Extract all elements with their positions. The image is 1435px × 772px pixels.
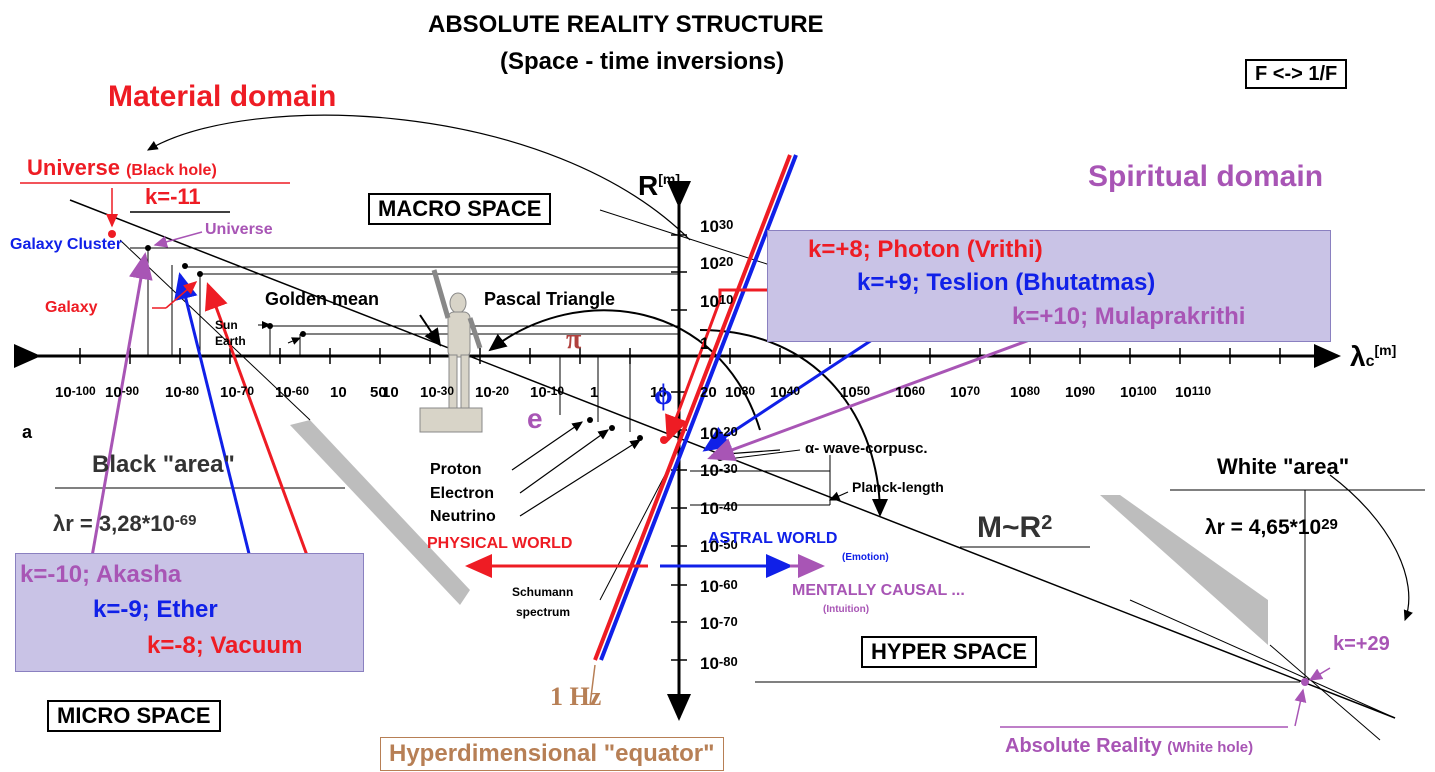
red-steep-line xyxy=(593,154,792,661)
spiritual-domain-label: Spiritual domain xyxy=(1088,160,1324,193)
x-tick-label: 1 xyxy=(590,384,599,401)
hyperdimensional-equator-label: Hyperdimensional "equator" xyxy=(380,737,724,771)
x-tick-label: 10-10 xyxy=(530,384,565,401)
x-tick-label: 10-70 xyxy=(220,384,255,401)
white-area-formula: λr = 4,65*1029 xyxy=(1205,516,1338,539)
emotion-label: (Emotion) xyxy=(842,552,889,563)
black-area-label: Black "area" xyxy=(92,451,235,478)
right-k-box xyxy=(767,230,1331,342)
x-tick-label: 1070 xyxy=(950,384,981,401)
white-area-shade xyxy=(1100,495,1268,645)
x-tick-label: 1050 xyxy=(840,384,871,401)
formula-box: F <-> 1/F xyxy=(1245,59,1348,89)
page-subtitle: (Space - time inversions) xyxy=(500,48,785,75)
r-axis-label: R[m] xyxy=(638,170,681,201)
lambda-axis-label: λc[m] xyxy=(1350,341,1397,372)
planck-length-label: Planck-length xyxy=(852,479,944,495)
proton-label: Proton xyxy=(430,461,482,478)
k-minus-11-label: k=-11 xyxy=(145,184,201,209)
universe-black-hole-label: Universe (Black hole) xyxy=(27,155,217,180)
y-tick-label: 10-50 xyxy=(700,537,738,556)
pascal-triangle-label: Pascal Triangle xyxy=(484,289,616,309)
macro-space-label: MACRO SPACE xyxy=(368,193,552,225)
y-tick-label: 10-30 xyxy=(700,461,738,480)
alpha-wave-label: α- wave-corpusc. xyxy=(805,440,928,457)
intuition-label: (Intuition) xyxy=(823,604,870,615)
physical-world-label: PHYSICAL WORLD xyxy=(427,535,573,552)
k-plus-29-label: k=+29 xyxy=(1333,633,1390,655)
y-tick-label: 10-60 xyxy=(700,577,738,596)
golden-mean-label: Golden mean xyxy=(265,289,380,309)
y-tick-label: 1 xyxy=(700,334,710,353)
y-tick-label: 1030 xyxy=(700,217,734,236)
photon-label: k=+8; Photon (Vrithi) xyxy=(808,236,1043,263)
phi-symbol: ϕ xyxy=(654,378,673,411)
x-tick-label: 1090 xyxy=(1065,384,1096,401)
x-tick-label: 1030 xyxy=(725,384,756,401)
x-tick-label: 10-90 xyxy=(105,384,140,401)
x-tick-label: 1080 xyxy=(1010,384,1041,401)
page-title: ABSOLUTE REALITY STRUCTURE xyxy=(428,11,824,38)
x-tick-label: 10100 xyxy=(1120,384,1157,401)
vacuum-label: k=-8; Vacuum xyxy=(147,632,303,659)
neutrino-label: Neutrino xyxy=(430,508,496,525)
x-tick-label: 10 xyxy=(330,384,347,401)
x-tick-label: 20 xyxy=(700,384,717,401)
mulaprakrithi-label: k=+10; Mulaprakrithi xyxy=(1012,303,1246,330)
x-tick-label: 1040 xyxy=(770,384,801,401)
mentally-causal-label: MENTALLY CAUSAL ... xyxy=(792,582,965,599)
ether-label: k=-9; Ether xyxy=(93,596,218,623)
x-tick-label: 10-100 xyxy=(55,384,96,401)
black-area-formula: λr = 3,28*10-69 xyxy=(53,511,197,536)
y-tick-label: 10-70 xyxy=(700,614,738,633)
x-tick-label: 10-60 xyxy=(275,384,310,401)
top-curve-arrow xyxy=(146,114,691,241)
y-tick-label: 10-80 xyxy=(700,654,738,673)
one-hz-label: 1 Hz xyxy=(550,682,602,711)
e-symbol: e xyxy=(527,403,543,434)
x-tick-label: 10110 xyxy=(1175,384,1212,401)
absolute-reality-label: Absolute Reality (White hole) xyxy=(1005,735,1254,757)
blue-steep-line xyxy=(599,154,798,661)
x-tick-label: 1060 xyxy=(895,384,926,401)
astral-world-label: ASTRAL WORLD xyxy=(708,530,838,547)
galaxy-label: Galaxy xyxy=(45,299,98,316)
y-tick-label: 10-40 xyxy=(700,499,738,518)
y-tick-label: 1010 xyxy=(700,292,734,311)
x-tick-label: 10 xyxy=(650,384,667,401)
galaxy-cluster-label: Galaxy Cluster xyxy=(10,236,123,253)
earth-label: Earth xyxy=(215,334,246,348)
micro-space-label: MICRO SPACE xyxy=(47,700,221,732)
universe-label: Universe xyxy=(205,221,273,238)
x-tick-label: 10-20 xyxy=(475,384,510,401)
a-label: a xyxy=(22,422,33,442)
akasha-label: k=-10; Akasha xyxy=(20,561,182,588)
y-tick-label: 1020 xyxy=(700,254,734,273)
mass-radius-formula: M~R2 xyxy=(977,511,1053,544)
teslion-label: k=+9; Teslion (Bhutatmas) xyxy=(857,269,1156,296)
sun-label: Sun xyxy=(215,318,238,332)
electron-label: Electron xyxy=(430,485,495,502)
statue-figure xyxy=(419,269,483,433)
schumann-label: Schumann xyxy=(512,585,574,599)
left-k-box xyxy=(15,553,364,672)
spectrum-label: spectrum xyxy=(516,605,571,619)
x-tick-label: 10 xyxy=(382,384,399,401)
x-tick-label: 50 xyxy=(370,384,387,401)
black-area-shade xyxy=(290,420,470,605)
x-tick-label: 10-30 xyxy=(420,384,455,401)
pi-symbol: π xyxy=(566,324,582,355)
x-tick-label: 10-80 xyxy=(165,384,200,401)
y-tick-label: 10-20 xyxy=(700,424,738,443)
hyper-space-label: HYPER SPACE xyxy=(861,636,1038,668)
white-area-label: White "area" xyxy=(1217,454,1350,479)
material-domain-label: Material domain xyxy=(108,80,337,113)
